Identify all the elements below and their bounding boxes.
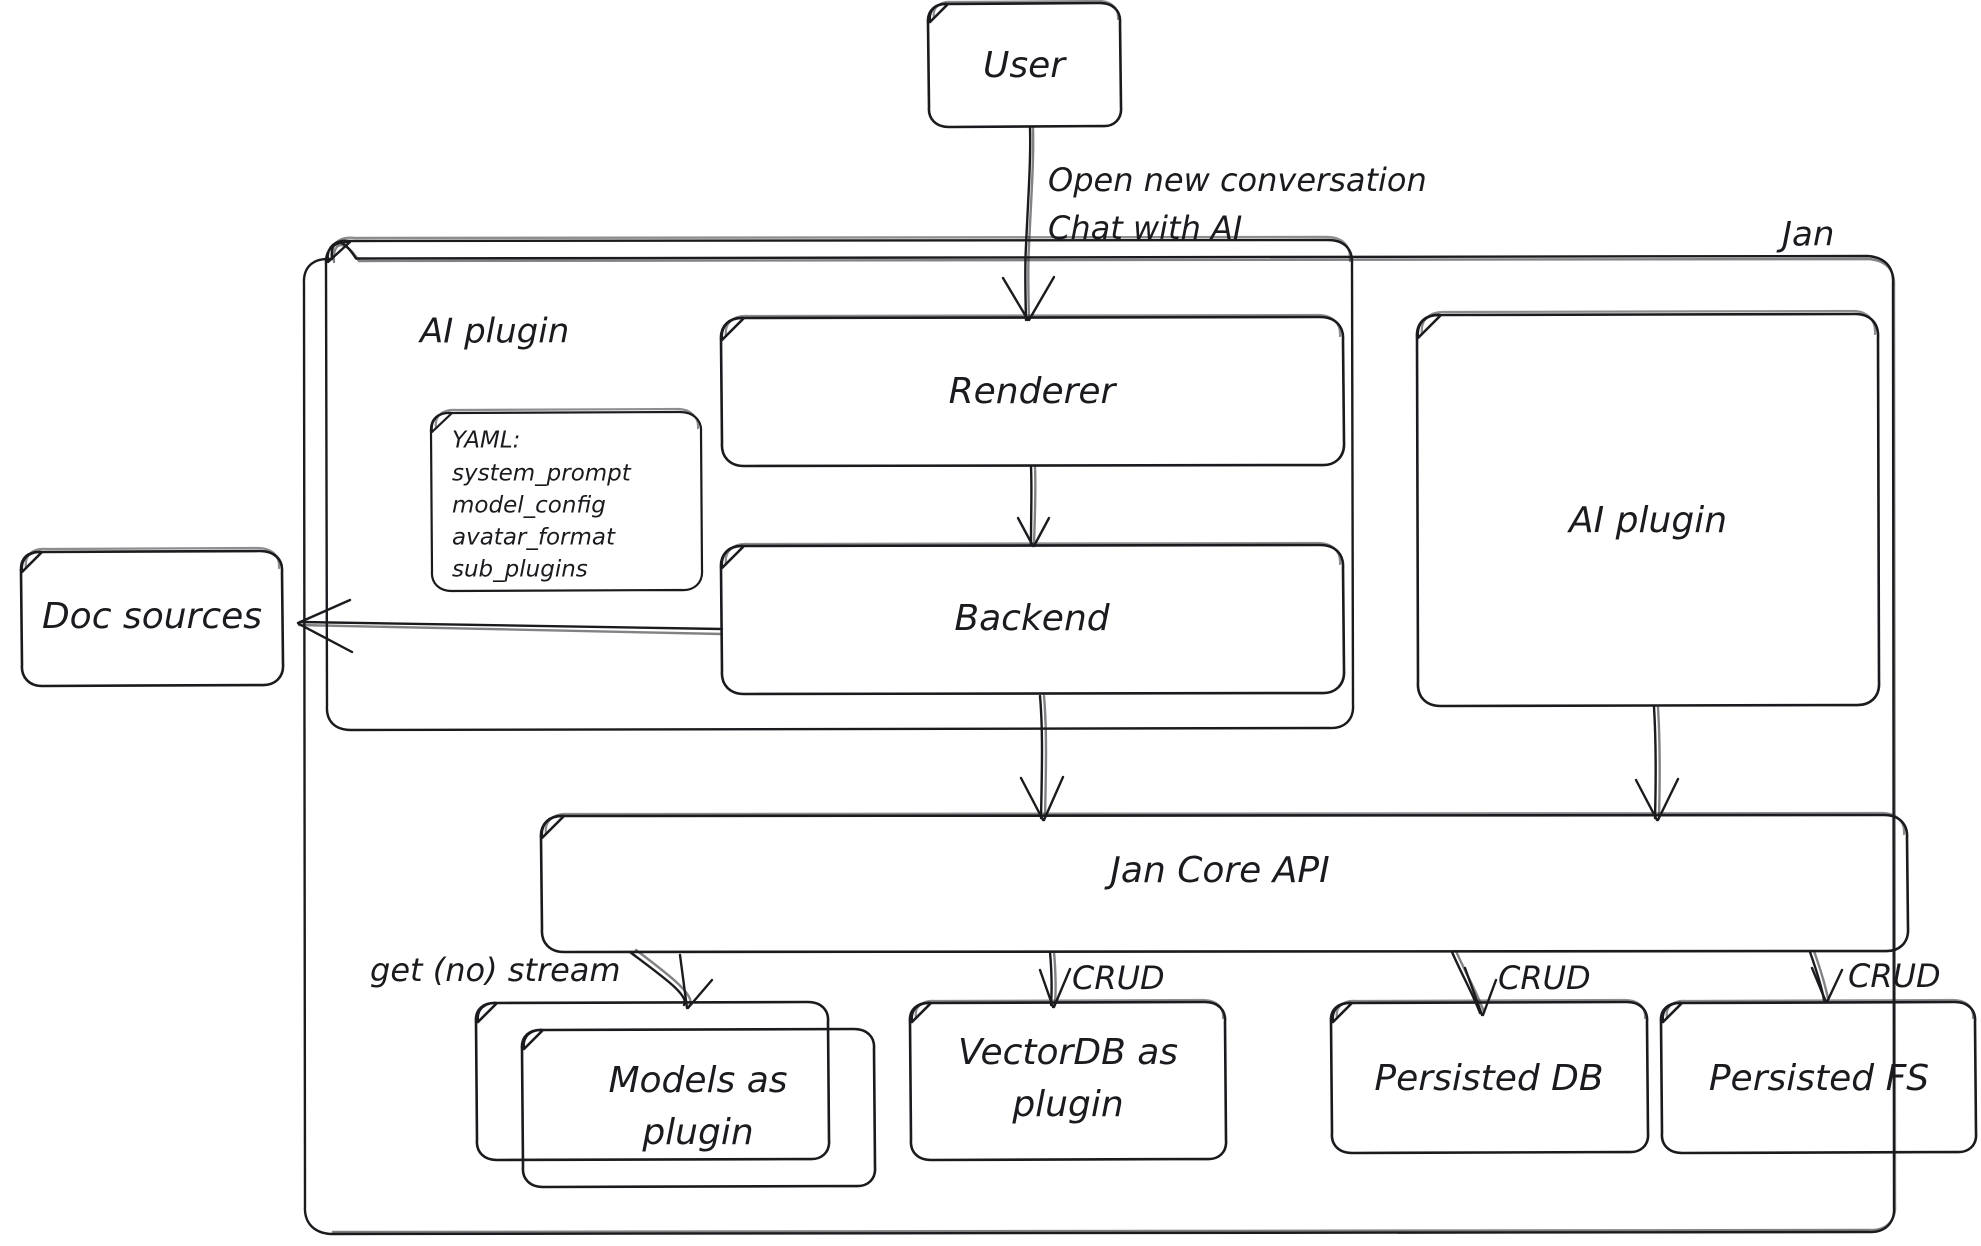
node-vectordb-as-plugin[interactable]: VectorDB as plugin	[908, 998, 1228, 1162]
edge-backend-to-core	[1019, 694, 1065, 822]
edge-core-to-models-label: get (no) stream	[370, 951, 621, 989]
card-yaml-config[interactable]: YAML: system_prompt model_config avatar_…	[429, 407, 704, 593]
container-jan-label: Jan	[1776, 215, 1834, 255]
yaml-line-0: YAML:	[452, 428, 520, 454]
node-user[interactable]: User	[926, 0, 1123, 129]
node-renderer-label: Renderer	[949, 371, 1118, 412]
node-backend-label: Backend	[954, 598, 1110, 639]
edge-core-to-fs-label: CRUD	[1848, 957, 1941, 995]
container-jan[interactable]: Jan	[302, 215, 1897, 1236]
edge-core-to-vectordb-label: CRUD	[1072, 959, 1165, 997]
node-doc-sources[interactable]: Doc sources	[19, 546, 285, 688]
container-ai-plugin-group[interactable]: AI plugin	[324, 235, 1355, 732]
edge-core-to-fs: CRUD	[1808, 949, 1941, 1004]
node-ai-plugin-label: AI plugin	[1567, 500, 1727, 541]
node-doc-sources-label: Doc sources	[42, 596, 262, 637]
node-persisted-db-label: Persisted DB	[1374, 1058, 1603, 1099]
yaml-line-3: avatar_format	[452, 525, 616, 551]
edge-renderer-to-backend	[1016, 465, 1051, 548]
container-ai-plugin-label: AI plugin	[418, 312, 569, 352]
yaml-line-1: system_prompt	[452, 461, 632, 487]
edge-backend-to-doc-sources	[296, 598, 724, 654]
node-persisted-fs[interactable]: Persisted FS	[1659, 998, 1978, 1155]
node-models-as-plugin[interactable]: Models as plugin	[474, 1000, 877, 1189]
node-ai-plugin[interactable]: AI plugin	[1415, 309, 1881, 708]
node-user-label: User	[983, 45, 1067, 86]
edge-core-to-vectordb: CRUD	[1038, 950, 1165, 1009]
node-renderer[interactable]: Renderer	[719, 313, 1346, 468]
node-jan-core-api-label: Jan Core API	[1104, 850, 1329, 891]
node-models-as-plugin-label-line2: plugin	[641, 1112, 753, 1153]
yaml-line-4: sub_plugins	[452, 557, 588, 583]
edge-user-to-renderer-label-line2: Chat with AI	[1048, 209, 1242, 247]
node-jan-core-api[interactable]: Jan Core API	[539, 811, 1910, 954]
node-backend[interactable]: Backend	[719, 541, 1346, 696]
edge-core-to-db-label: CRUD	[1498, 959, 1591, 997]
node-persisted-fs-label: Persisted FS	[1709, 1058, 1929, 1099]
node-vectordb-as-plugin-label-line2: plugin	[1011, 1084, 1123, 1125]
edge-user-to-renderer-label-line1: Open new conversation	[1048, 161, 1427, 199]
edge-core-to-db: CRUD	[1450, 949, 1591, 1017]
node-vectordb-as-plugin-label-line1: VectorDB as	[958, 1032, 1178, 1073]
edge-user-to-renderer: Open new conversation Chat with AI	[1001, 126, 1427, 322]
node-persisted-db[interactable]: Persisted DB	[1329, 998, 1650, 1155]
yaml-line-2: model_config	[452, 493, 606, 519]
edge-ai-plugin-to-core	[1634, 705, 1680, 822]
edge-core-to-models: get (no) stream	[370, 948, 714, 1010]
node-models-as-plugin-label-line1: Models as	[608, 1060, 787, 1101]
